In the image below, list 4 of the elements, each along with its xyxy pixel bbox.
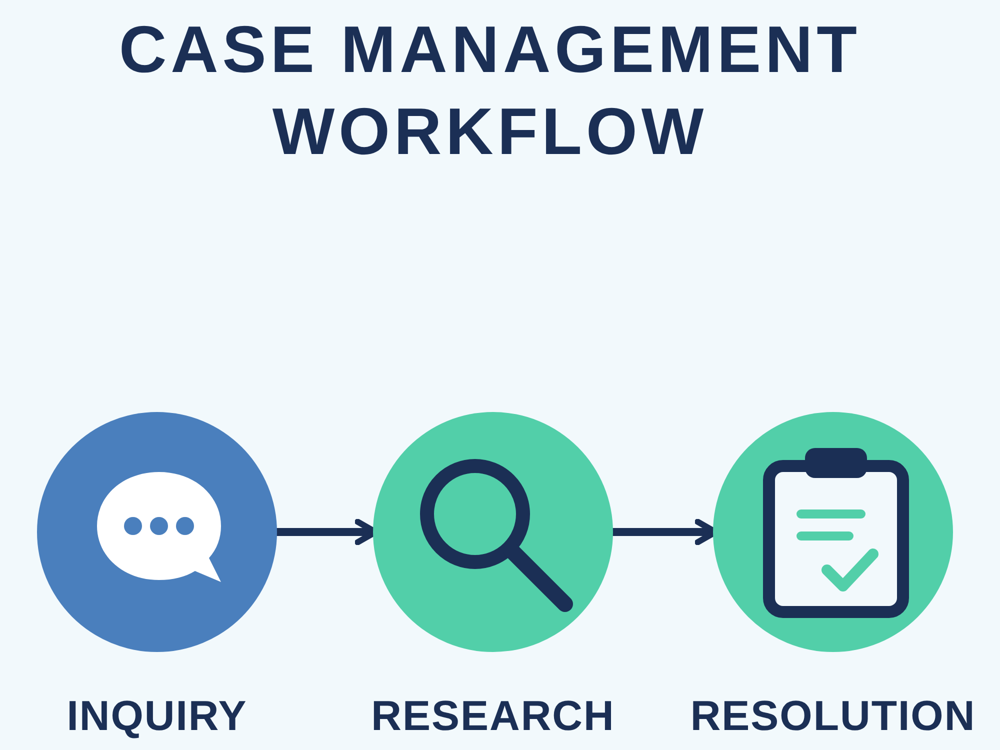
title: CASE MANAGEMENT WORKFLOW (118, 11, 862, 170)
step-label: RESOLUTION (690, 692, 976, 740)
step-label: INQUIRY (66, 692, 248, 740)
step-label: RESEARCH (371, 692, 615, 740)
